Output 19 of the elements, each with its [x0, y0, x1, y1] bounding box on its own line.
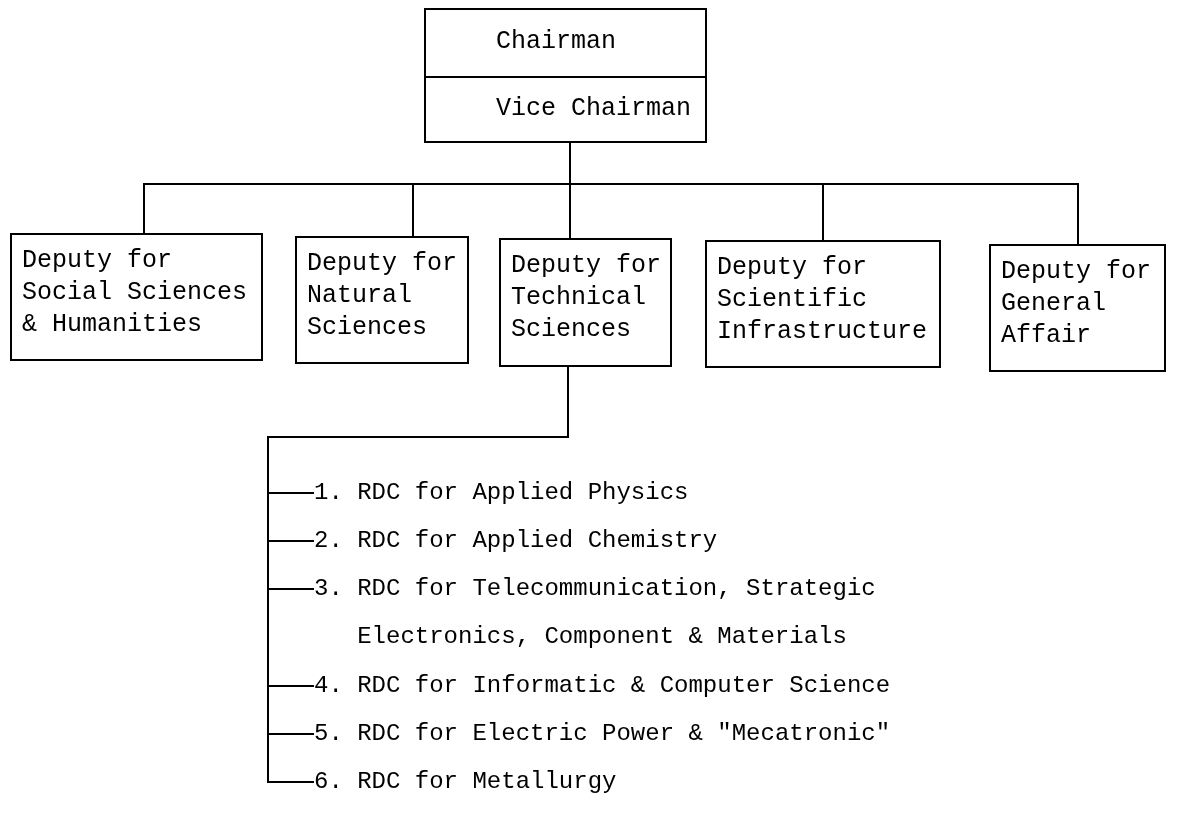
box-label: Deputy for General Affair [1001, 256, 1151, 352]
list-item-text: 4. RDC for Informatic & Computer Science [314, 662, 914, 710]
department-box [295, 236, 469, 364]
list-item-text: 1. RDC for Applied Physics [314, 469, 914, 517]
box-label: Deputy for Technical Sciences [511, 250, 663, 346]
position-title: Chairman [495, 25, 617, 58]
list-item-text: 5. RDC for Electric Power & "Mecatronic" [314, 710, 914, 758]
list-item-text: 2. RDC for Applied Chemistry [314, 517, 914, 565]
department-box [989, 244, 1166, 372]
leadership-box [424, 8, 707, 143]
position-title: Vice Chairman [495, 93, 692, 126]
list-item-text: 6. RDC for Metallurgy [314, 758, 914, 806]
department-box [705, 240, 941, 368]
box-label: Deputy for Social Sciences & Humanities [22, 245, 248, 341]
box-label: Deputy for Scientific Infrastructure [717, 252, 928, 348]
list-item-text: 3. RDC for Telecommunication, Strategic Electronics, Component & Materials [314, 565, 914, 661]
department-box [499, 238, 672, 367]
box-label: Deputy for Natural Sciences [307, 248, 457, 344]
department-box [10, 233, 263, 361]
